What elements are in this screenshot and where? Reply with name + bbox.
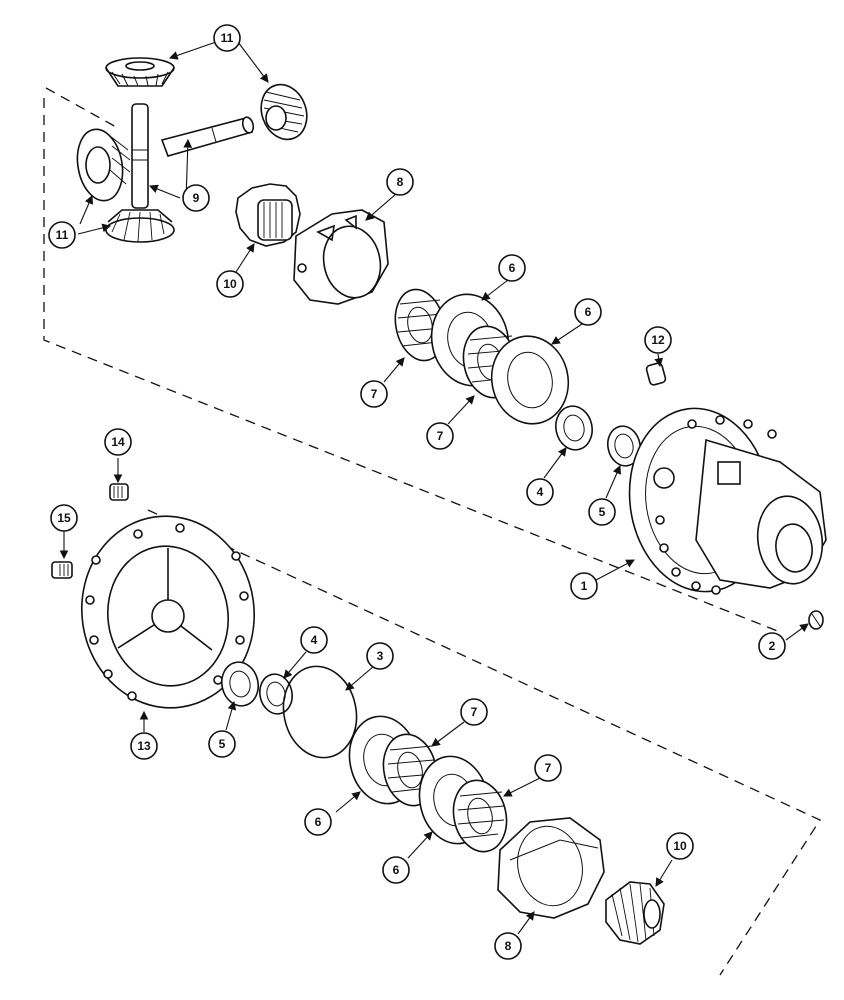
callout-3: 3 <box>366 642 394 670</box>
differential-case <box>628 407 827 595</box>
callout-15: 15 <box>50 504 78 532</box>
svg-text:7: 7 <box>471 705 478 719</box>
thrust-washer-upper <box>555 405 593 451</box>
callout-11-left: 11 <box>48 221 76 249</box>
callout-7-upper-2: 7 <box>426 422 454 450</box>
callout-10-upper: 10 <box>216 270 244 298</box>
svg-text:6: 6 <box>393 863 400 877</box>
callout-8-lower: 8 <box>494 932 522 960</box>
side-gear-bottom <box>105 209 175 243</box>
bolt-14 <box>109 483 129 501</box>
callout-6-lower-2: 6 <box>382 856 410 884</box>
callout-8-upper: 8 <box>386 168 414 196</box>
bolt-15 <box>51 561 73 579</box>
svg-text:1: 1 <box>581 579 588 593</box>
callout-7-lower-1: 7 <box>460 698 488 726</box>
callout-13: 13 <box>130 732 158 760</box>
svg-text:13: 13 <box>137 739 151 753</box>
svg-text:8: 8 <box>505 939 512 953</box>
callout-7-lower-2: 7 <box>534 754 562 782</box>
svg-text:2: 2 <box>769 639 776 653</box>
snap-ring <box>282 665 358 759</box>
callout-11-top: 11 <box>213 24 241 52</box>
svg-text:4: 4 <box>311 633 318 647</box>
svg-text:5: 5 <box>219 737 226 751</box>
clutch-plate-upper-2 <box>490 335 570 425</box>
callout-10-lower: 10 <box>666 832 694 860</box>
svg-text:11: 11 <box>221 31 234 45</box>
clutch-housing-lower <box>497 817 605 919</box>
callout-6-upper-2: 6 <box>574 298 602 326</box>
leader-lines <box>59 41 809 935</box>
svg-text:7: 7 <box>371 387 378 401</box>
svg-text:9: 9 <box>193 191 200 205</box>
callout-5-upper: 5 <box>588 498 616 526</box>
callout-12: 12 <box>644 326 672 354</box>
roll-pin <box>645 362 667 386</box>
thrust-washer-lower <box>259 673 293 715</box>
callout-1: 1 <box>570 572 598 600</box>
svg-text:5: 5 <box>599 505 606 519</box>
callout-2: 2 <box>758 632 786 660</box>
clutch-housing-upper <box>293 209 389 305</box>
callout-6-upper-1: 6 <box>498 254 526 282</box>
svg-text:10: 10 <box>673 839 687 853</box>
svg-text:15: 15 <box>57 511 71 525</box>
plug <box>808 610 824 630</box>
drive-gear-upper <box>235 183 301 247</box>
callout-14: 14 <box>104 428 132 456</box>
shim-lower <box>221 661 259 707</box>
drive-gear-lower <box>605 881 665 945</box>
side-gear-left <box>76 128 131 202</box>
svg-text:7: 7 <box>437 429 444 443</box>
svg-text:10: 10 <box>223 277 237 291</box>
svg-text:8: 8 <box>397 175 404 189</box>
callout-7-upper-1: 7 <box>360 380 388 408</box>
side-gear-right <box>260 83 308 141</box>
callout-4-lower: 4 <box>300 626 328 654</box>
svg-text:6: 6 <box>585 305 592 319</box>
svg-text:7: 7 <box>545 761 552 775</box>
callout-9: 9 <box>182 184 210 212</box>
callout-5-lower: 5 <box>208 730 236 758</box>
callout-4-upper: 4 <box>526 478 554 506</box>
callout-6-lower-1: 6 <box>304 808 332 836</box>
cross-shaft-horizontal <box>160 116 255 157</box>
cross-shaft-vertical <box>131 103 149 209</box>
svg-text:3: 3 <box>377 649 384 663</box>
svg-text:11: 11 <box>56 228 69 242</box>
svg-text:14: 14 <box>111 435 125 449</box>
svg-text:6: 6 <box>315 815 322 829</box>
svg-text:4: 4 <box>537 485 544 499</box>
side-gear-top <box>105 57 175 87</box>
clutch-disc-lower-2 <box>452 779 508 853</box>
shim-upper <box>607 425 641 467</box>
assembly-boundary-dashed-line <box>43 87 821 976</box>
svg-text:6: 6 <box>509 261 516 275</box>
differential-cover <box>80 515 256 709</box>
svg-text:12: 12 <box>651 333 665 347</box>
